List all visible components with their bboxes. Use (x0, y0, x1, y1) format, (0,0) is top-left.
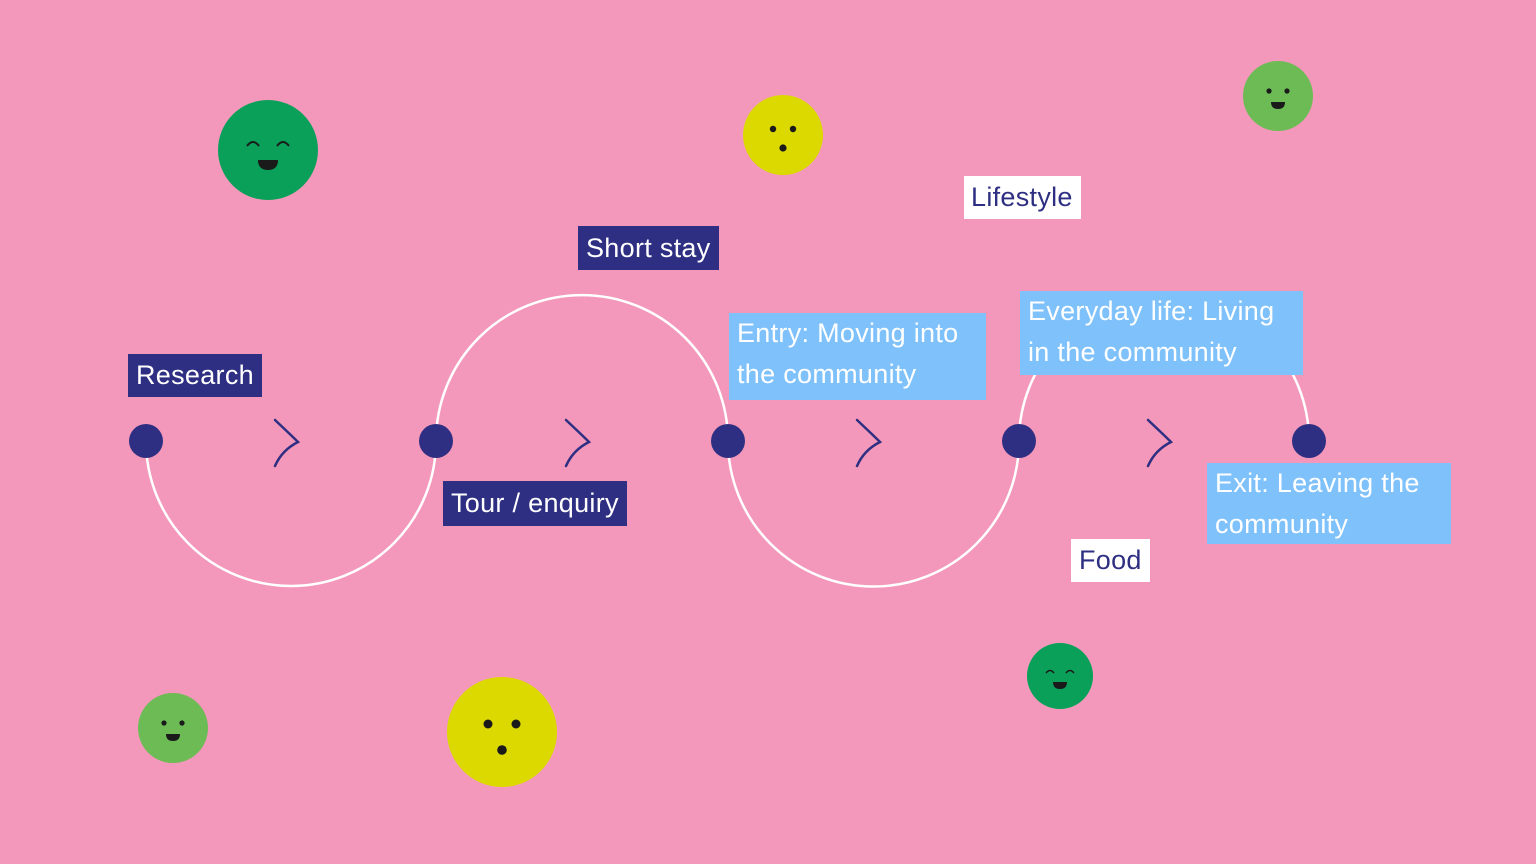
node-research (129, 424, 163, 458)
arrow-right-icon (564, 418, 592, 468)
path-arc-research-tour (144, 440, 438, 588)
neutral-face-icon (447, 677, 557, 787)
tag-food: Food (1071, 539, 1150, 582)
neutral-face-icon (743, 95, 823, 175)
arrow-right-icon (1146, 418, 1174, 468)
stage-entry-line-2: the community (737, 359, 917, 389)
arrow-right-icon (855, 418, 883, 468)
stage-research: Research (128, 354, 262, 397)
tag-lifestyle: Lifestyle (964, 176, 1081, 219)
path-arc-entry-everyday (726, 440, 1021, 588)
stage-tour-enquiry: Tour / enquiry (443, 481, 627, 526)
stage-exit-line-2: community (1215, 509, 1349, 539)
node-everyday (1002, 424, 1036, 458)
arrow-right-icon (273, 418, 301, 468)
stage-short-stay: Short stay (578, 226, 719, 270)
node-exit (1292, 424, 1326, 458)
node-entry (711, 424, 745, 458)
journey-nodes (129, 424, 1326, 458)
stage-exit-line-1: Exit: Leaving the (1215, 468, 1420, 498)
stage-exit: Exit: Leaving the community (1207, 463, 1451, 544)
content-face-icon (1243, 61, 1313, 131)
path-arc-tour-entry (434, 293, 730, 442)
stage-everyday-life: Everyday life: Living in the community (1020, 291, 1303, 375)
content-face-icon (138, 693, 208, 763)
stage-entry: Entry: Moving into the community (729, 313, 986, 400)
happy-face-icon (218, 100, 318, 200)
direction-arrows (273, 418, 1174, 468)
node-tour (419, 424, 453, 458)
stage-everyday-line-1: Everyday life: Living (1028, 296, 1275, 326)
stage-everyday-line-2: in the community (1028, 337, 1237, 367)
happy-face-icon (1027, 643, 1093, 709)
stage-entry-line-1: Entry: Moving into (737, 318, 959, 348)
